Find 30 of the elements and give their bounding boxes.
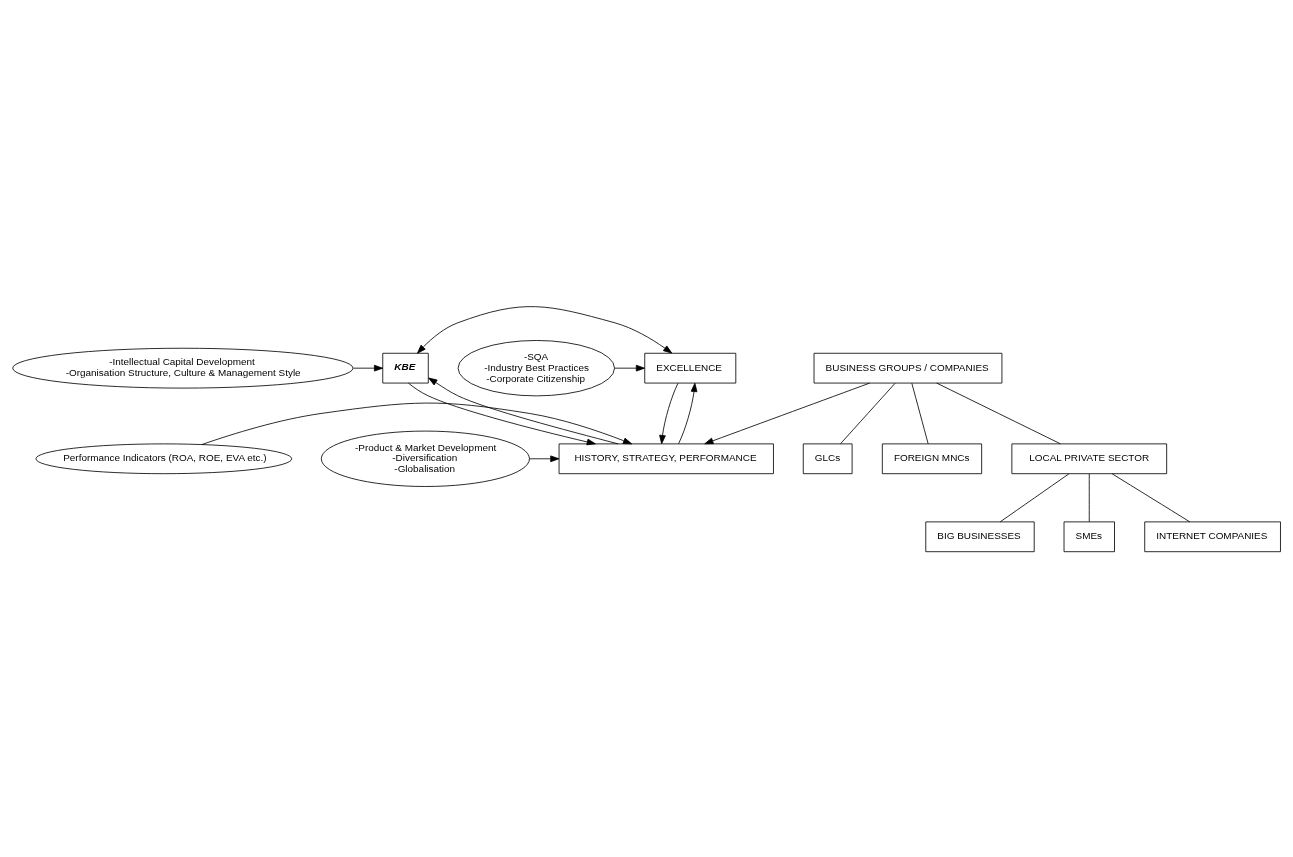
- arrow: [659, 382, 679, 444]
- connector: [1088, 473, 1090, 522]
- arrow: [704, 382, 871, 444]
- connector: [911, 382, 929, 444]
- node-box: LOCAL PRIVATE SECTOR: [1011, 442, 1168, 474]
- arrow: [678, 382, 698, 444]
- connector: [840, 382, 896, 444]
- arrow: [417, 305, 673, 354]
- node-box: EXCELLENCE: [644, 352, 737, 383]
- node-ellipse: -SQA -Industry Best Practices -Corporate Citizenship: [457, 339, 615, 396]
- arrow: [529, 454, 560, 462]
- node-box: INTERNET COMPANIES: [1144, 520, 1281, 552]
- node-box: GLCs: [802, 442, 853, 474]
- node-box: KBE: [382, 352, 429, 383]
- node-box: HISTORY, STRATEGY, PERFORMANCE: [558, 442, 774, 474]
- connector: [936, 382, 1061, 444]
- node-ellipse: Performance Indicators (ROA, ROE, EVA etc.): [35, 442, 293, 474]
- arrow: [408, 382, 596, 445]
- node-box: BIG BUSINESSES: [925, 520, 1035, 552]
- connector: [1111, 472, 1191, 522]
- node-ellipse: -Intellectual Capital Development -Organisation Structure, Culture & Management Style: [12, 347, 354, 388]
- node-box: SMEs: [1063, 520, 1115, 552]
- node-ellipse: -Product & Market Development -Diversification -Globalisation: [320, 430, 530, 487]
- node-box: BUSINESS GROUPS / COMPANIES: [813, 352, 1003, 383]
- node-box: FOREIGN MNCs: [881, 442, 983, 474]
- arrow: [614, 364, 645, 371]
- connector: [999, 472, 1070, 522]
- arrow: [201, 402, 633, 445]
- arrow: [428, 377, 619, 444]
- arrow: [352, 364, 384, 371]
